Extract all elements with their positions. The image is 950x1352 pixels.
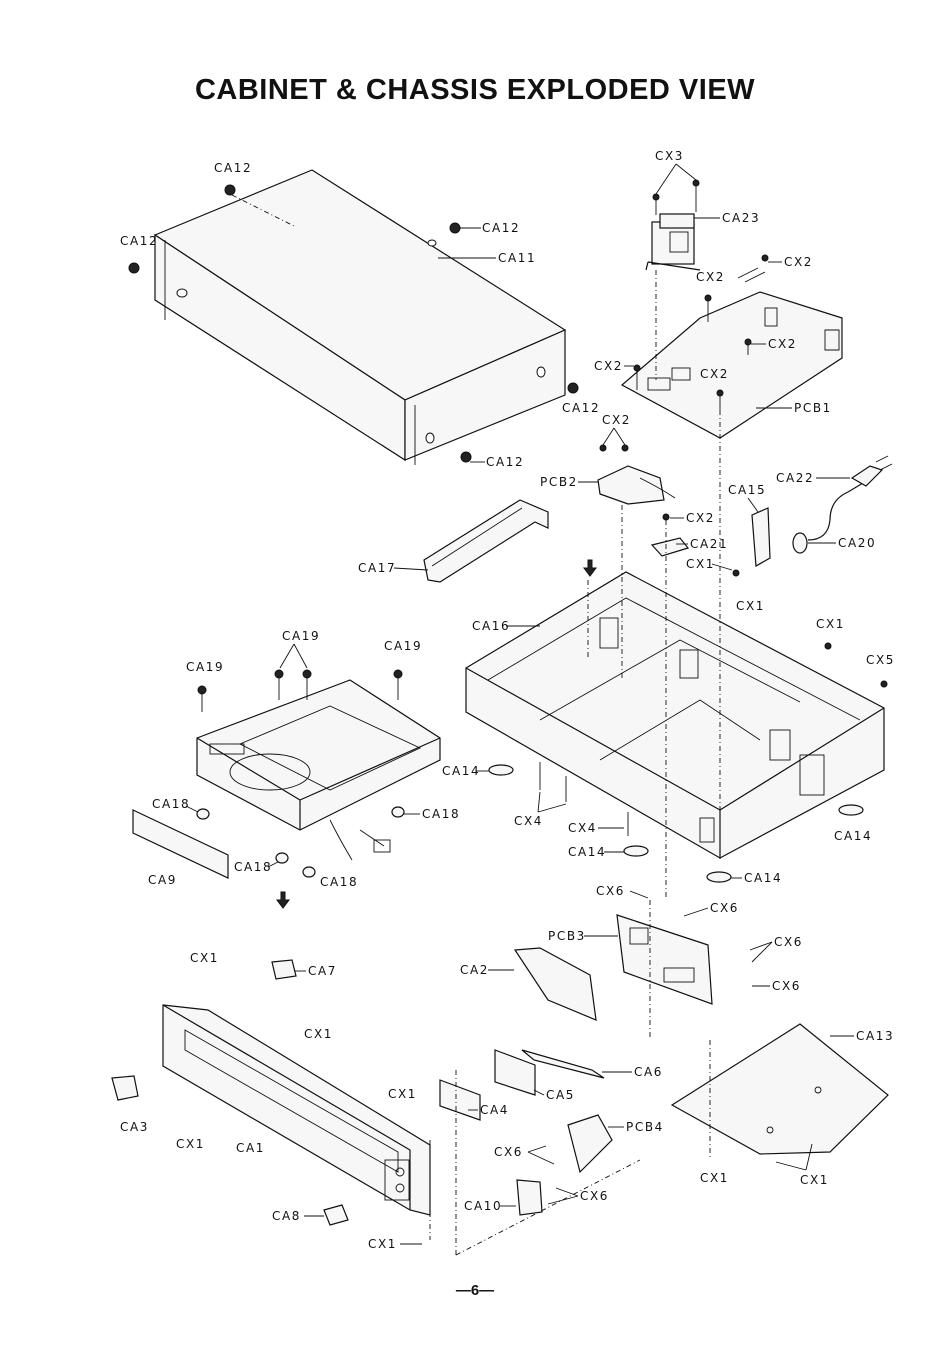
label-ca21: CA21 — [690, 537, 728, 551]
label-ca12: CA12 — [482, 221, 520, 235]
label-ca12: CA12 — [486, 455, 524, 469]
label-ca15: CA15 — [728, 483, 766, 497]
deck-screws-ca19 — [197, 669, 403, 712]
power-cord-ca22 — [807, 455, 893, 541]
label-ca19: CA19 — [186, 660, 224, 674]
label-cx1: CX1 — [700, 1171, 729, 1185]
screws-cx4-cx1-cx5 — [539, 569, 888, 836]
label-ca6: CA6 — [634, 1065, 663, 1079]
label-pcb1: PCB1 — [794, 401, 832, 415]
label-cx6: CX6 — [580, 1189, 609, 1203]
label-ca2: CA2 — [460, 963, 489, 977]
cord-bushing-ca20 — [792, 532, 808, 554]
label-cx2: CX2 — [686, 511, 715, 525]
label-cx1: CX1 — [368, 1237, 397, 1251]
label-ca19: CA19 — [384, 639, 422, 653]
label-ca23: CA23 — [722, 211, 760, 225]
label-cx1: CX1 — [816, 617, 845, 631]
part-labels: CA12 CA12 CA12 CA11 CA12 CA12 CX3 CA23 C… — [120, 149, 895, 1251]
label-ca1: CA1 — [236, 1141, 265, 1155]
bracket-ca17 — [423, 499, 549, 583]
deck-spacers-ca18 — [196, 806, 405, 878]
label-cx4: CX4 — [514, 814, 543, 828]
label-ca14: CA14 — [568, 845, 606, 859]
label-pcb4: PCB4 — [626, 1120, 664, 1134]
page-title: CABINET & CHASSIS EXPLODED VIEW — [194, 74, 756, 106]
label-cx6: CX6 — [494, 1145, 523, 1159]
board-pcb2 — [597, 465, 676, 505]
label-ca14: CA14 — [442, 764, 480, 778]
label-cx2: CX2 — [700, 367, 729, 381]
label-ca17: CA17 — [358, 561, 396, 575]
panel-parts — [111, 947, 613, 1226]
label-ca14: CA14 — [744, 871, 782, 885]
label-ca8: CA8 — [272, 1209, 301, 1223]
label-ca22: CA22 — [776, 471, 814, 485]
label-cx1: CX1 — [388, 1087, 417, 1101]
board-pcb3 — [616, 914, 713, 1005]
label-ca12: CA12 — [120, 234, 158, 248]
label-ca18: CA18 — [152, 797, 190, 811]
label-cx2: CX2 — [768, 337, 797, 351]
label-ca3: CA3 — [120, 1120, 149, 1134]
label-ca13: CA13 — [856, 1029, 894, 1043]
label-cx5: CX5 — [866, 653, 895, 667]
screws-ca12 — [128, 184, 579, 463]
label-pcb2: PCB2 — [540, 475, 578, 489]
page-number: —6— — [455, 1282, 495, 1299]
label-cx6: CX6 — [596, 884, 625, 898]
label-ca18: CA18 — [422, 807, 460, 821]
label-cx2: CX2 — [696, 270, 725, 284]
label-cx1: CX1 — [190, 951, 219, 965]
label-cx1: CX1 — [736, 599, 765, 613]
screws-cx3 — [652, 179, 700, 215]
label-cx2: CX2 — [602, 413, 631, 427]
power-transformer-ca23 — [645, 213, 701, 271]
label-pcb3: PCB3 — [548, 929, 586, 943]
top-cover-ca11 — [153, 169, 567, 465]
label-cx6: CX6 — [772, 979, 801, 993]
label-ca11: CA11 — [498, 251, 536, 265]
label-ca18: CA18 — [320, 875, 358, 889]
label-cx3: CX3 — [655, 149, 684, 163]
label-ca12: CA12 — [562, 401, 600, 415]
cord-bracket-ca15 — [751, 507, 771, 567]
label-cx6: CX6 — [710, 901, 739, 915]
bottom-plate-ca13 — [670, 1023, 889, 1155]
arrows — [276, 559, 597, 909]
screws-cx2 — [599, 254, 769, 521]
label-ca16: CA16 — [472, 619, 510, 633]
label-cx1: CX1 — [176, 1137, 205, 1151]
label-ca7: CA7 — [308, 964, 337, 978]
label-cx1: CX1 — [686, 557, 715, 571]
label-cx1: CX1 — [800, 1173, 829, 1187]
assembly-lines — [429, 270, 721, 1256]
label-cx2: CX2 — [784, 255, 813, 269]
label-ca10: CA10 — [464, 1199, 502, 1213]
feet-ca14 — [488, 764, 864, 883]
front-panel-ca1 — [162, 1004, 431, 1216]
label-cx4: CX4 — [568, 821, 597, 835]
label-ca14: CA14 — [834, 829, 872, 843]
deck-mechanism — [196, 679, 441, 861]
label-cx1: CX1 — [304, 1027, 333, 1041]
label-ca5: CA5 — [546, 1088, 575, 1102]
clip-ca21 — [650, 537, 690, 557]
label-ca4: CA4 — [480, 1103, 509, 1117]
label-cx2: CX2 — [594, 359, 623, 373]
label-ca18: CA18 — [234, 860, 272, 874]
label-cx6: CX6 — [774, 935, 803, 949]
label-ca20: CA20 — [838, 536, 876, 550]
label-ca19: CA19 — [282, 629, 320, 643]
label-ca9: CA9 — [148, 873, 177, 887]
cassette-lid-ca9 — [132, 809, 229, 879]
label-ca12: CA12 — [214, 161, 252, 175]
